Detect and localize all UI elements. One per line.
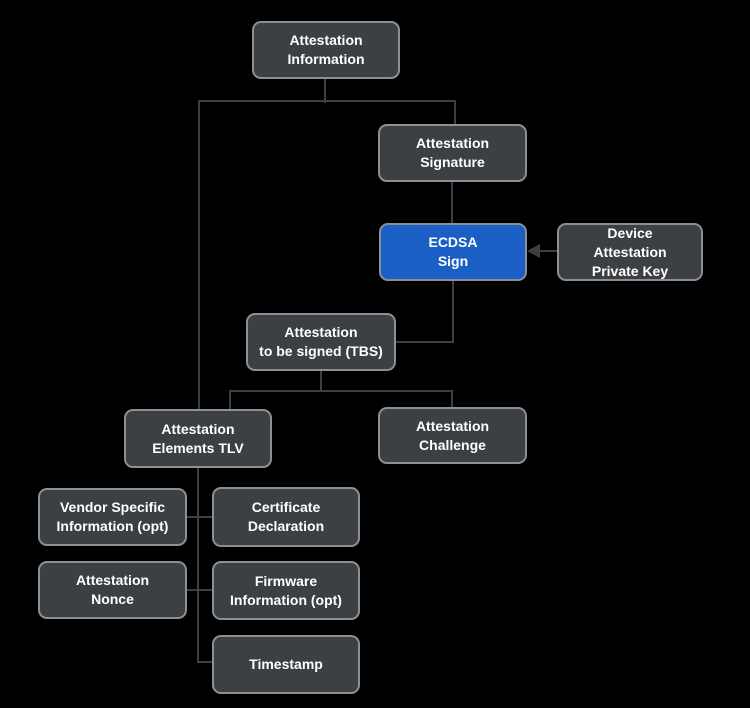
connector-tbs-bar <box>229 390 453 392</box>
connector-info-down <box>324 79 326 103</box>
node-vendor-specific-information: Vendor Specific Information (opt) <box>38 488 187 546</box>
connector-key-to-ecdsa <box>539 250 557 252</box>
node-attestation-nonce: Attestation Nonce <box>38 561 187 619</box>
connector-to-signature <box>454 100 456 124</box>
node-device-attestation-private-key: Device Attestation Private Key <box>557 223 703 281</box>
node-attestation-signature: Attestation Signature <box>378 124 527 182</box>
connector-row2-stub <box>187 589 212 591</box>
node-attestation-information: Attestation Information <box>252 21 400 79</box>
node-certificate-declaration: Certificate Declaration <box>212 487 360 547</box>
connector-tbs-down <box>320 371 322 392</box>
node-attestation-challenge: Attestation Challenge <box>378 407 527 464</box>
node-timestamp: Timestamp <box>212 635 360 694</box>
node-firmware-information: Firmware Information (opt) <box>212 561 360 620</box>
connector-row1-stub <box>187 516 212 518</box>
arrow-left-icon <box>527 244 540 258</box>
connector-to-challenge <box>451 390 453 407</box>
connector-to-elements <box>229 390 231 409</box>
node-attestation-tbs: Attestation to be signed (TBS) <box>246 313 396 371</box>
connector-ecdsa-to-tbs <box>396 341 454 343</box>
connector-trunk-lower <box>197 468 199 663</box>
node-attestation-elements-tlv: Attestation Elements TLV <box>124 409 272 468</box>
connector-top-bar <box>198 100 456 102</box>
connector-signature-ecdsa <box>451 182 453 223</box>
connector-trunk-upper <box>198 100 200 409</box>
connector-ecdsa-down <box>452 281 454 343</box>
node-ecdsa-sign: ECDSA Sign <box>379 223 527 281</box>
connector-timestamp-stub <box>197 661 212 663</box>
